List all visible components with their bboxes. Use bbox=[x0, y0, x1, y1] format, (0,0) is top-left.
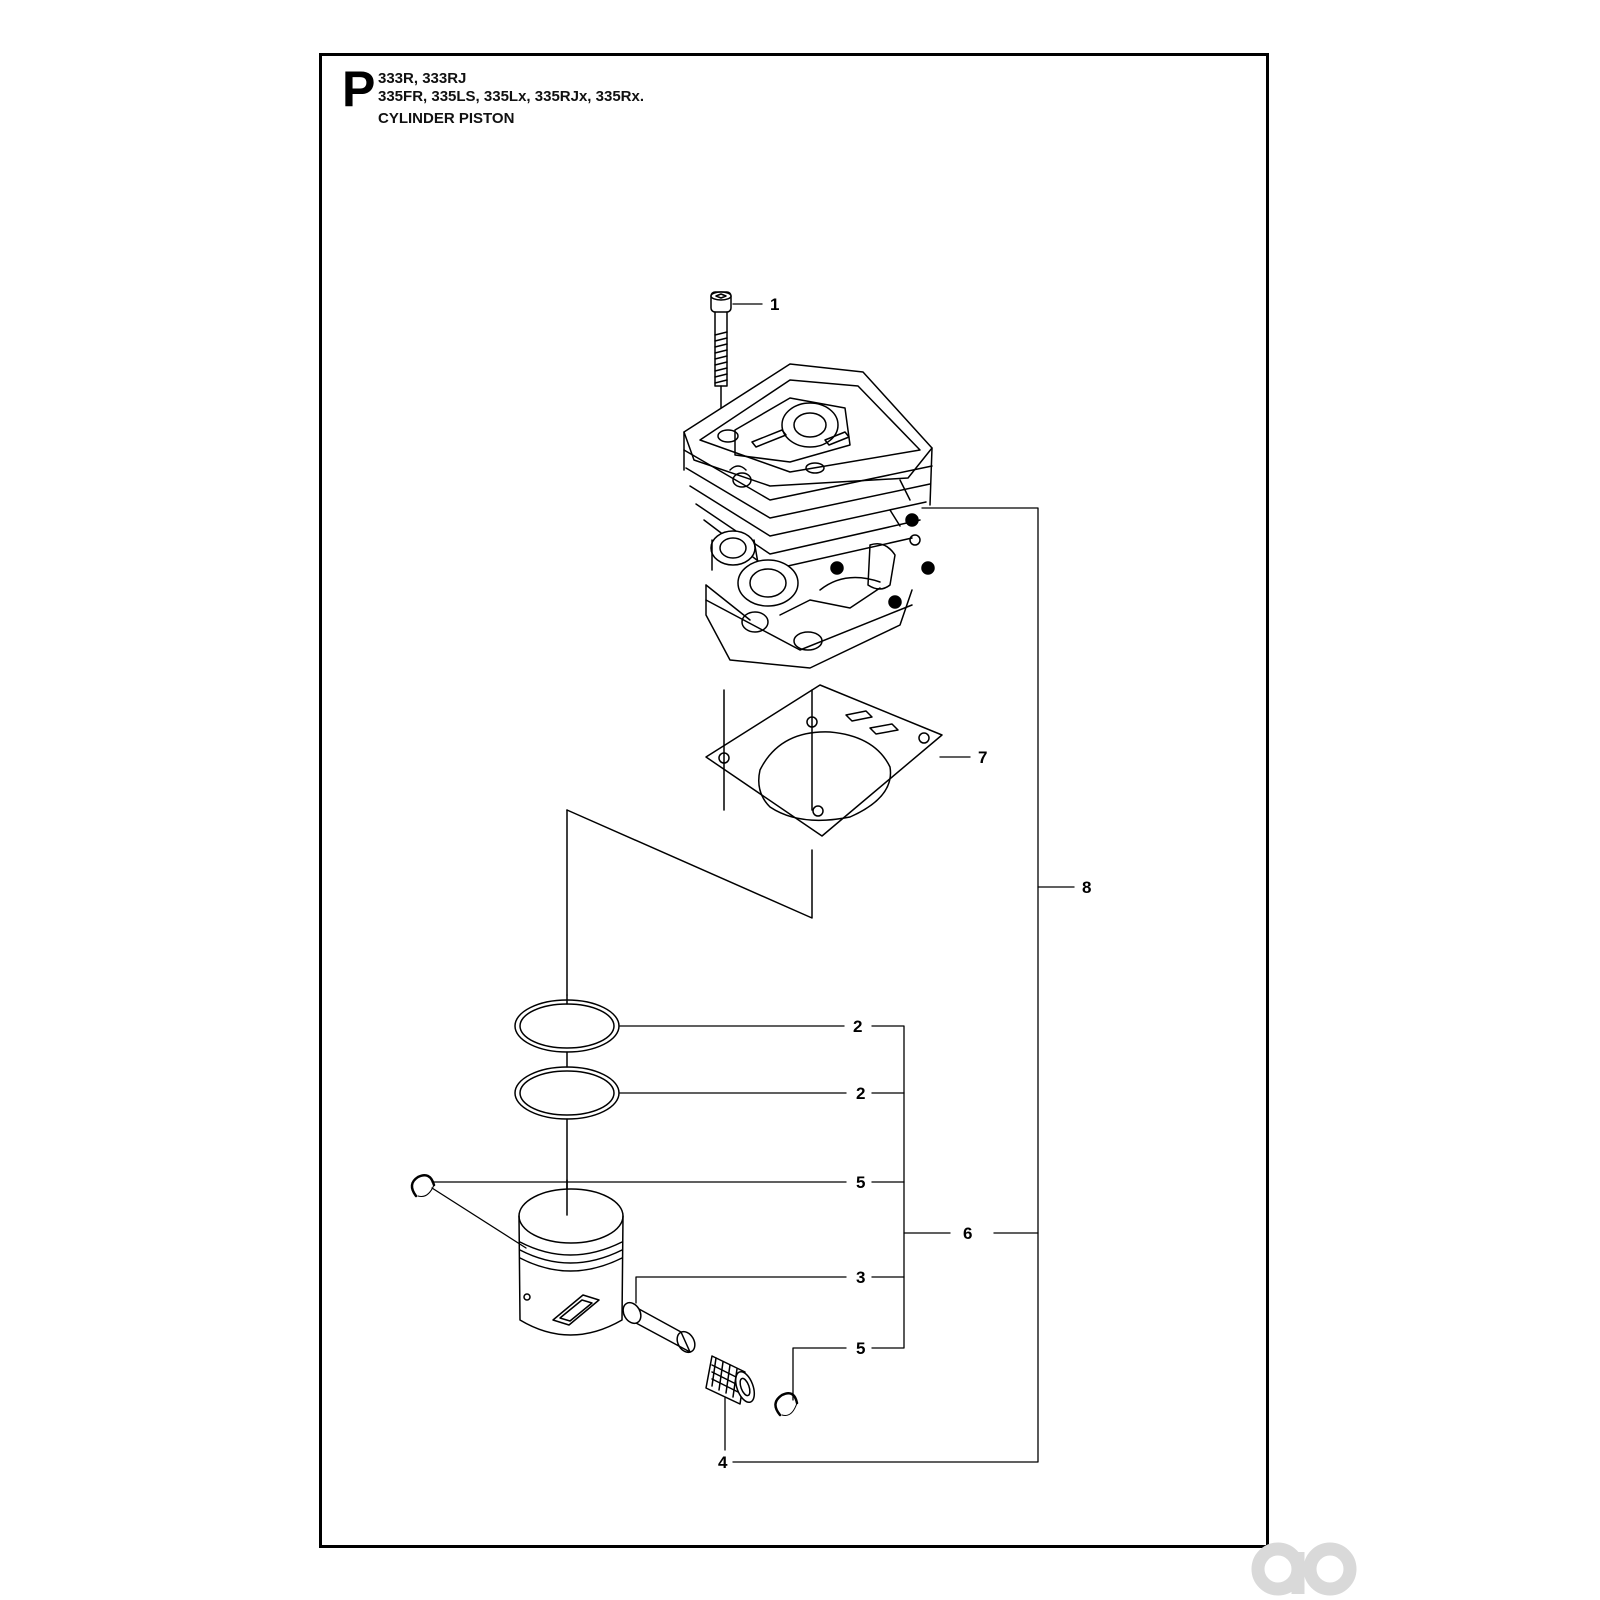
callout-2-lower: 2 bbox=[856, 1084, 865, 1103]
callout-7: 7 bbox=[978, 748, 987, 767]
page-title: CYLINDER PISTON bbox=[378, 110, 515, 127]
piston-ring-upper bbox=[514, 994, 620, 1053]
callout-5-lower: 5 bbox=[856, 1339, 865, 1358]
section-letter: P bbox=[342, 61, 376, 117]
callout-4: 4 bbox=[718, 1453, 728, 1472]
callout-5-upper: 5 bbox=[856, 1173, 865, 1192]
page-frame bbox=[319, 53, 1269, 1548]
ao-logo-icon bbox=[1251, 1542, 1357, 1596]
gasket-part bbox=[705, 684, 943, 837]
screw-part bbox=[710, 291, 732, 433]
piston-ring-lower bbox=[514, 1051, 620, 1120]
piston-pin-part bbox=[622, 1301, 696, 1354]
piston-part bbox=[518, 1179, 624, 1336]
callout-6: 6 bbox=[963, 1224, 972, 1243]
models-line-2: 335FR, 335LS, 335Lx, 335RJx, 335Rx. bbox=[378, 88, 645, 105]
needle-bearing-part bbox=[705, 1355, 756, 1405]
callout-2-upper: 2 bbox=[853, 1017, 862, 1036]
circlip-right bbox=[774, 1392, 799, 1417]
callout-8: 8 bbox=[1082, 878, 1091, 897]
callout-3: 3 bbox=[856, 1268, 865, 1287]
cylinder-part bbox=[683, 363, 935, 669]
models-line-1: 333R, 333RJ bbox=[378, 70, 467, 87]
callout-1: 1 bbox=[770, 295, 779, 314]
circlip-left bbox=[410, 1174, 436, 1198]
